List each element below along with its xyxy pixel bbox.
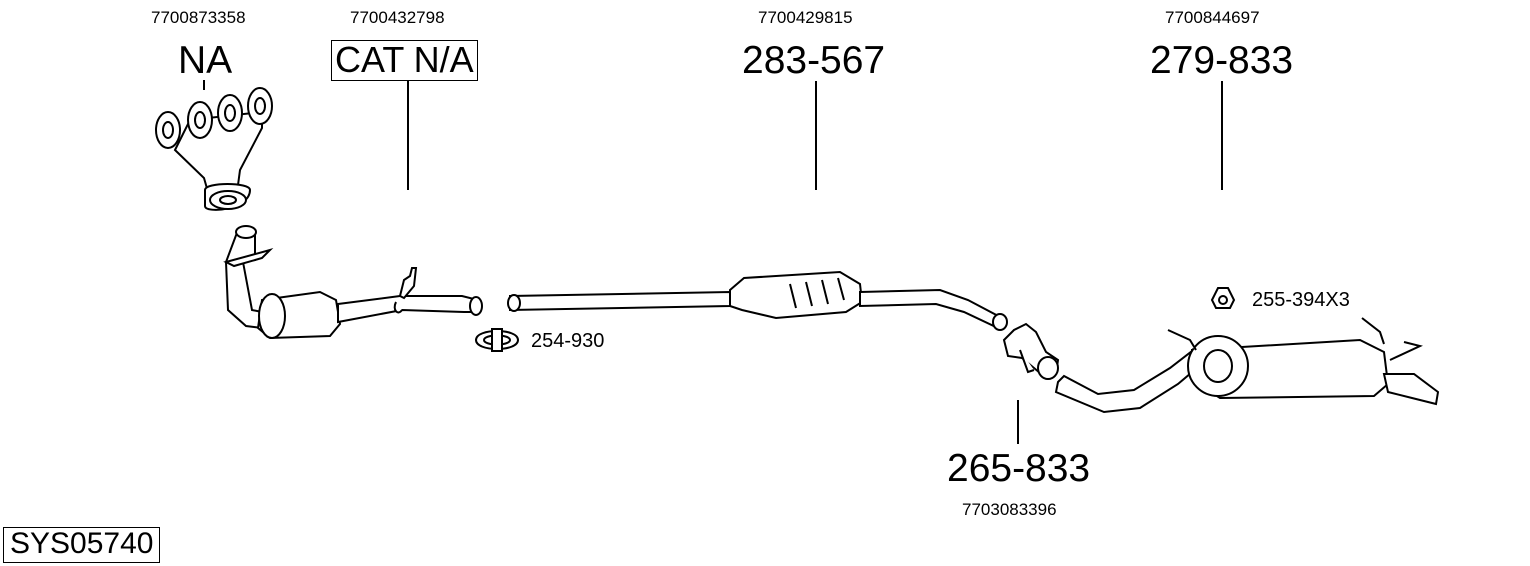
oem-middle: 7700429815 xyxy=(758,8,853,27)
oem-manifold: 7700873358 xyxy=(151,8,246,27)
clamp-part xyxy=(474,328,520,352)
rear-part xyxy=(1054,317,1440,414)
oem-rear: 7700844697 xyxy=(1165,8,1260,27)
accessory-rubber-mount: 255-394X3 xyxy=(1252,289,1350,311)
oem-catalyst: 7700432798 xyxy=(350,8,445,27)
manifold-part xyxy=(155,87,273,211)
part-rear: 279-833 xyxy=(1150,39,1294,82)
accessory-clamp: 254-930 xyxy=(531,330,605,352)
front-pipe-part xyxy=(1002,322,1060,380)
middle-part xyxy=(507,270,1008,331)
part-front-pipe: 265-833 xyxy=(947,447,1091,490)
part-middle: 283-567 xyxy=(742,39,886,82)
rubber-mount-part xyxy=(1210,287,1236,309)
system-code: SYS05740 xyxy=(3,527,161,563)
part-catalyst: CAT N/A xyxy=(331,40,478,81)
part-manifold: NA xyxy=(178,39,233,82)
catalyst-part xyxy=(223,225,483,340)
oem-front-pipe: 7703083396 xyxy=(962,500,1057,519)
